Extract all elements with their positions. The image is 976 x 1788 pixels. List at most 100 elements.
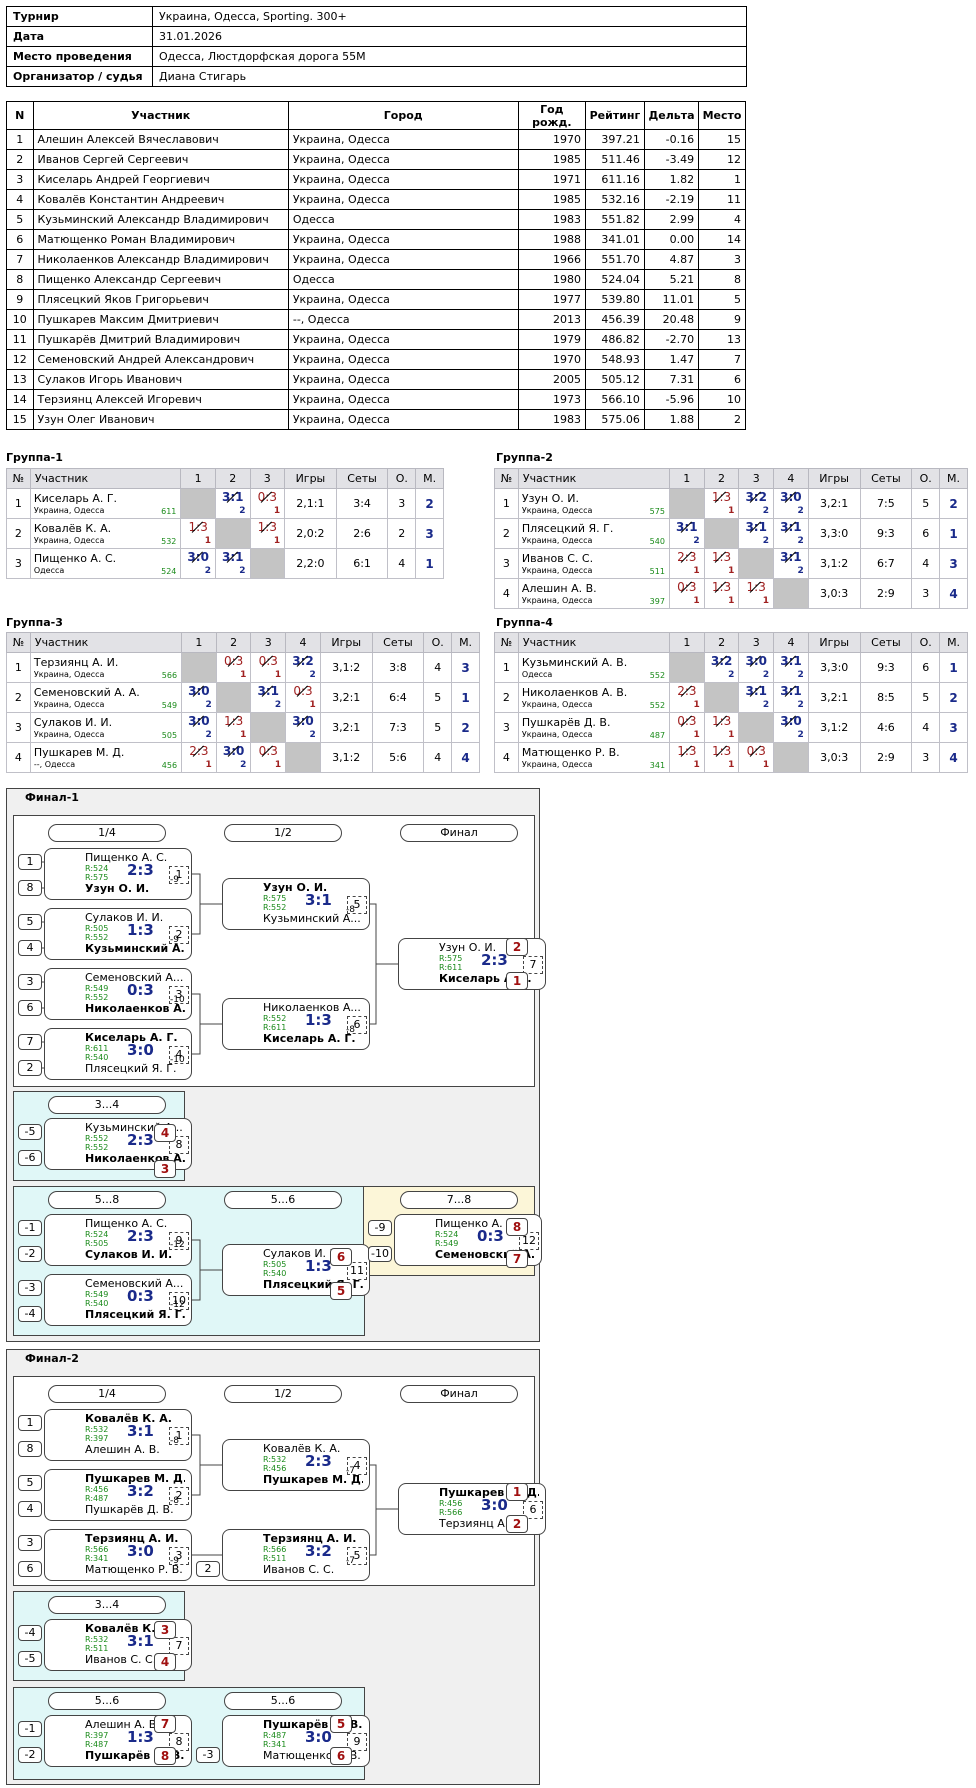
match-score: 3:0: [127, 1542, 154, 1560]
match-number: 5: [347, 1547, 367, 1565]
group-result-cell: 1:31: [738, 578, 775, 609]
final-2-title: Финал-2: [25, 1352, 79, 1365]
group-header-place: М.: [415, 468, 444, 489]
group-player-rating: 549: [161, 701, 178, 710]
round-label: 3...4: [48, 1096, 166, 1114]
round-label: 1/2: [224, 824, 342, 842]
group-player-games: 3,3:0: [807, 652, 861, 683]
group-player-place: 3: [939, 548, 968, 579]
participant-cell: Плясецкий Яков Григорьевич: [32, 289, 289, 310]
group-player-sets: 2:9: [859, 742, 913, 773]
group-result-points: 2: [797, 536, 804, 546]
participant-cell: 2.99: [643, 209, 700, 230]
match-rating-1: R:549: [85, 984, 109, 993]
match-player-2: Матющенко Р. В.: [263, 1750, 361, 1762]
match-rating-2: R:487: [85, 1740, 109, 1749]
group-result-cell: 3:12: [738, 518, 775, 549]
group-header-place: М.: [939, 468, 968, 489]
seed-box: 3: [18, 1535, 42, 1551]
group-result: 3:22: [705, 653, 739, 682]
match-score: 3:1: [127, 1632, 154, 1650]
group-result: 1:31: [670, 743, 704, 772]
group-header-no: №: [6, 468, 31, 489]
participant-cell: 1985: [517, 149, 587, 170]
seed-box: 3: [18, 974, 42, 990]
match-number: 7: [523, 956, 543, 974]
participant-cell: 1988: [517, 229, 587, 250]
group-header-opponent: 2: [703, 632, 740, 653]
group-player-city: Украина, Одесса: [33, 535, 105, 545]
group-header-sets: Сеты: [371, 632, 425, 653]
group-result: 3:12: [216, 549, 250, 578]
group-result-cell: 3:02: [215, 742, 252, 773]
seed-box: 1: [18, 1415, 42, 1431]
next-match-tag: -7: [346, 1466, 355, 1476]
group-player-rating: 532: [161, 537, 177, 546]
group-player-name: Узун О. И.: [521, 491, 579, 505]
match-score: 1:3: [305, 1011, 332, 1029]
group-player-place: 2: [939, 682, 968, 713]
group-player-rating: 524: [161, 567, 177, 576]
group-result-points: 1: [762, 760, 770, 770]
group-result: 0:31: [217, 653, 251, 682]
group-result: 2:31: [182, 743, 216, 772]
group-player-points: 3: [911, 742, 941, 773]
seed-box: -3: [196, 1747, 220, 1763]
group-result: 1:31: [739, 579, 773, 608]
group-player-games: 2,2:0: [284, 548, 337, 579]
match-player-1: Семеновский А...: [85, 972, 184, 984]
match-rating-2: R:552: [85, 993, 109, 1002]
round-label: 1/4: [48, 1385, 166, 1403]
match-score: 0:3: [127, 1287, 154, 1305]
rank-box: 2: [506, 1515, 528, 1533]
group-result-cell: 3:02: [180, 548, 216, 579]
next-match-tag: -8: [346, 905, 355, 915]
group-result: 3:02: [286, 713, 320, 742]
match-player-1: Пищенко А. С.: [85, 1218, 168, 1230]
group-player-name: Пушкарёв Д. В.: [521, 715, 611, 729]
match-player-2: Плясецкий Я. Г.: [85, 1309, 185, 1321]
group-player-city: Украина, Одесса: [521, 759, 593, 769]
group-player-city: Одесса: [521, 669, 553, 679]
seed-box: 4: [18, 1501, 42, 1517]
group-player-sets: 6:7: [859, 548, 913, 579]
group-result-cell: 3:22: [285, 652, 321, 683]
match-rating-1: R:575: [439, 954, 463, 963]
group-result-cell: 3:02: [773, 712, 809, 743]
match-rating-1: R:524: [85, 1230, 109, 1239]
round-label: 1/4: [48, 824, 166, 842]
match-rating-2: R:511: [263, 1554, 287, 1563]
group-player-rating: 456: [161, 761, 178, 770]
group-diagonal-cell: [214, 518, 251, 549]
group-result-points: 2: [762, 506, 770, 516]
group-result-points: 1: [204, 536, 211, 546]
group-diagonal-cell: [668, 488, 705, 519]
round-label: 3...4: [48, 1596, 166, 1614]
match-rating-2: R:552: [85, 933, 109, 942]
group-header-sets: Сеты: [859, 632, 913, 653]
rank-box: 4: [154, 1124, 176, 1142]
match-player-2: Иванов С. С.: [85, 1654, 157, 1666]
group-header-opponent: 4: [773, 632, 809, 653]
